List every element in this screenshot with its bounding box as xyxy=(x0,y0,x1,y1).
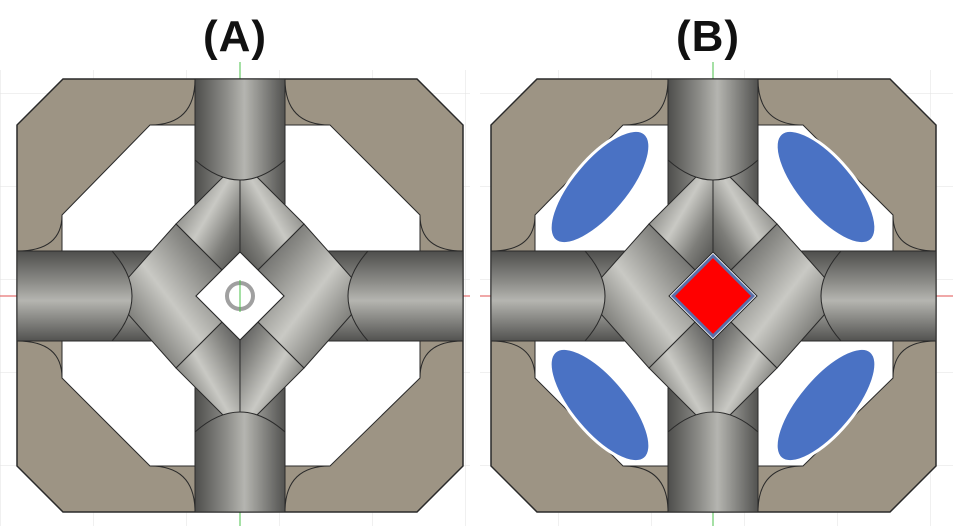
corner-arc-bl xyxy=(149,465,196,513)
node-left xyxy=(16,250,133,342)
panel-label-a: (A) xyxy=(203,12,268,61)
corner-arc-lt xyxy=(490,214,536,252)
corner-arc-tl xyxy=(149,78,196,126)
node-right xyxy=(347,250,464,342)
corner-arc-lb xyxy=(16,340,63,379)
corner-arc-rb xyxy=(892,340,937,379)
corner-arc-tr xyxy=(757,78,804,126)
node-bottom xyxy=(667,411,759,513)
corner-arc-bl xyxy=(622,465,669,513)
node-top xyxy=(667,78,759,181)
ellipse-top-left xyxy=(548,128,652,246)
corner-arc-lb xyxy=(490,340,536,379)
corner-arc-br xyxy=(284,465,331,513)
node-top xyxy=(194,78,286,181)
corner-arc-tr xyxy=(284,78,331,126)
corner-arc-tl xyxy=(622,78,669,126)
ellipse-bottom-left xyxy=(548,346,652,464)
node-right xyxy=(820,250,937,342)
corner-arc-rt xyxy=(419,214,464,252)
ellipse-top-right xyxy=(774,128,878,246)
panel-label-b: (B) xyxy=(676,12,741,61)
center-square-marker xyxy=(670,253,756,339)
corner-arc-lt xyxy=(16,214,63,252)
node-left xyxy=(490,250,606,342)
ellipse-bottom-right xyxy=(774,346,878,464)
node-bottom xyxy=(194,411,286,513)
corner-arc-rb xyxy=(419,340,464,379)
panel-a xyxy=(0,62,470,526)
panel-b xyxy=(480,62,953,526)
corner-arc-rt xyxy=(892,214,937,252)
corner-arc-br xyxy=(757,465,804,513)
